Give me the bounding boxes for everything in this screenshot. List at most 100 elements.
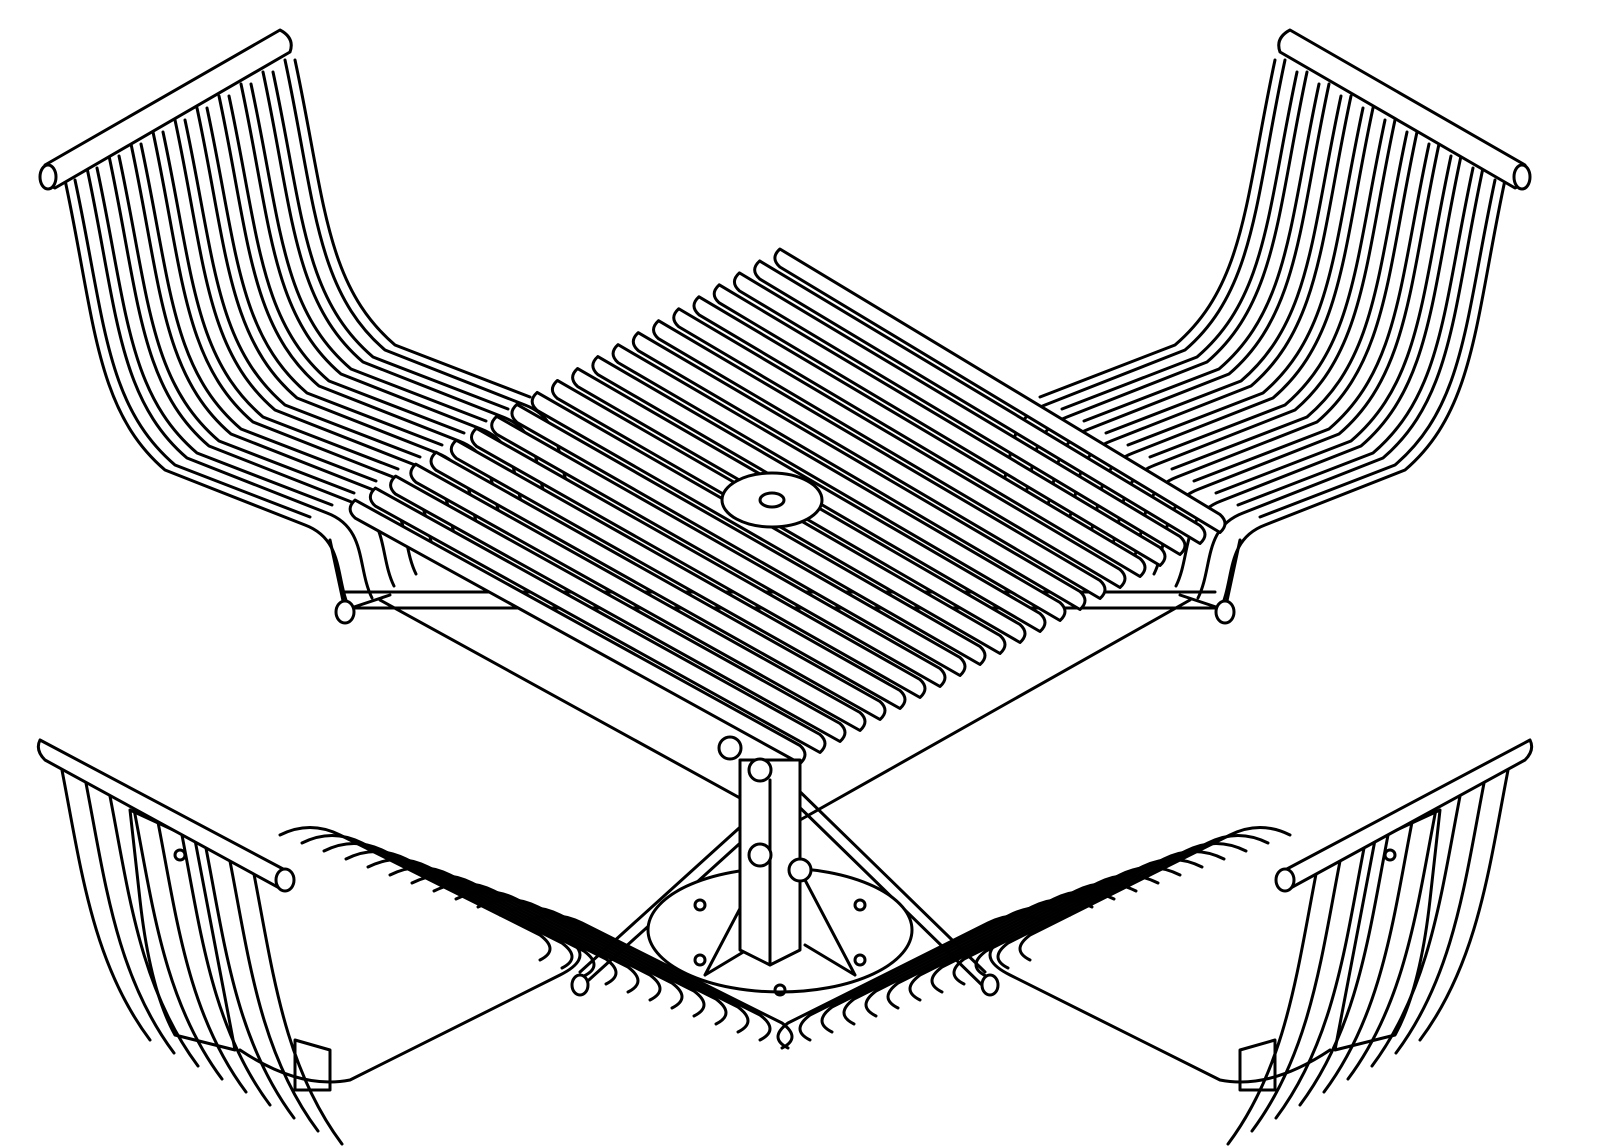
rail-end bbox=[1274, 867, 1296, 893]
chair-slat-edge bbox=[1148, 118, 1387, 459]
chair-slat bbox=[1218, 178, 1507, 612]
bolt-hole bbox=[773, 983, 787, 997]
table-slat bbox=[773, 247, 1227, 534]
back-slat bbox=[226, 849, 320, 1133]
back-slat bbox=[58, 758, 152, 1042]
bolt bbox=[173, 848, 187, 862]
chair-slat-edge bbox=[139, 142, 378, 483]
table-slat bbox=[732, 271, 1187, 556]
seat-slat bbox=[388, 866, 662, 1002]
table-slat bbox=[389, 474, 847, 743]
bolt-head bbox=[747, 757, 773, 783]
seat-slat bbox=[1018, 826, 1292, 962]
seat-front-curve bbox=[988, 943, 1332, 1084]
table-slat bbox=[510, 402, 967, 677]
back-slat bbox=[1298, 823, 1392, 1107]
chair-slat-edge bbox=[293, 58, 532, 399]
rail-end bbox=[570, 973, 590, 997]
chair-lower-right bbox=[776, 738, 1534, 1146]
seat-slat bbox=[776, 914, 1050, 1050]
bolt-head bbox=[717, 735, 743, 761]
table-slat bbox=[631, 331, 1087, 611]
seat-slat bbox=[520, 914, 794, 1050]
chair-slat-edge bbox=[161, 130, 400, 471]
chair-slat-edge bbox=[249, 82, 488, 423]
chair-slat-edge bbox=[1060, 70, 1299, 411]
table-slat bbox=[449, 438, 907, 710]
seat-slat bbox=[278, 826, 552, 962]
chair-slat-edge bbox=[1236, 166, 1475, 507]
back-slat bbox=[1346, 797, 1440, 1081]
chair-slat bbox=[261, 70, 550, 504]
back-slat bbox=[1370, 784, 1464, 1068]
table-slat bbox=[753, 259, 1207, 545]
chair-slat-edge bbox=[1082, 82, 1321, 423]
chair-slat-edge bbox=[1192, 142, 1431, 483]
chair-upper-left bbox=[38, 28, 572, 625]
chair-slat bbox=[63, 178, 352, 612]
backrest-rail bbox=[1277, 28, 1528, 190]
back-slat bbox=[1322, 810, 1416, 1094]
table-slat bbox=[429, 450, 887, 721]
chair-slat-edge bbox=[1038, 58, 1277, 399]
bolt-head bbox=[787, 857, 813, 883]
back-slat bbox=[178, 823, 272, 1107]
chair-slat bbox=[107, 154, 396, 588]
rail-end bbox=[38, 163, 58, 191]
table-slat bbox=[469, 426, 927, 699]
seat-slat bbox=[908, 866, 1182, 1002]
chair-slat-edge bbox=[1214, 154, 1453, 495]
back-slat bbox=[1274, 836, 1368, 1120]
chair-slat-edge bbox=[1126, 106, 1365, 447]
seat-slat bbox=[322, 842, 596, 978]
rail-end bbox=[334, 599, 356, 625]
back-slat bbox=[106, 784, 200, 1068]
bolt bbox=[1383, 848, 1397, 862]
back-slat bbox=[1418, 758, 1512, 1042]
seat-front-curve bbox=[238, 943, 582, 1084]
rail-end bbox=[274, 867, 296, 893]
rail-end bbox=[1512, 163, 1532, 191]
bolt-hole bbox=[693, 953, 707, 967]
backrest-rail bbox=[42, 28, 293, 190]
table-slat bbox=[368, 486, 827, 754]
chair-slat bbox=[1174, 154, 1463, 588]
back-slat bbox=[1394, 771, 1488, 1055]
back-slat bbox=[1226, 862, 1320, 1146]
table-slat bbox=[712, 283, 1167, 567]
chair-slat-edge bbox=[271, 70, 510, 411]
chair-slat-edge bbox=[227, 94, 466, 435]
table-slat bbox=[409, 462, 867, 732]
chair-slat bbox=[85, 166, 374, 600]
chair-slat-edge bbox=[1170, 130, 1409, 471]
base-brace bbox=[703, 878, 857, 977]
seat-slat bbox=[996, 834, 1270, 970]
chair-slat-edge bbox=[205, 106, 444, 447]
table-slat bbox=[490, 414, 947, 688]
table-top bbox=[348, 247, 1227, 765]
rail-end bbox=[980, 973, 1000, 997]
chair-slat-edge bbox=[117, 154, 356, 495]
chair-lower-left bbox=[36, 738, 794, 1146]
umbrella-hole bbox=[758, 491, 786, 509]
bolt-head bbox=[747, 842, 773, 868]
table-slat bbox=[672, 307, 1127, 589]
table-slat bbox=[530, 390, 987, 666]
arm-diagonal bbox=[378, 598, 1192, 822]
rail-end bbox=[1214, 599, 1236, 625]
back-slat bbox=[250, 862, 344, 1146]
table-slat bbox=[611, 343, 1067, 622]
chair-slat-edge bbox=[95, 166, 334, 507]
table-slat bbox=[652, 319, 1107, 600]
chair-slat bbox=[1196, 166, 1485, 600]
chair-slat-edge bbox=[1258, 178, 1497, 519]
bolt-hole bbox=[853, 898, 867, 912]
back-slat bbox=[130, 797, 224, 1081]
seat-slat bbox=[974, 842, 1248, 978]
seat-slat bbox=[300, 834, 574, 970]
table-slat bbox=[692, 295, 1147, 578]
back-slat bbox=[154, 810, 248, 1094]
chair-slat-edge bbox=[1104, 94, 1343, 435]
chair-slat bbox=[173, 118, 462, 552]
